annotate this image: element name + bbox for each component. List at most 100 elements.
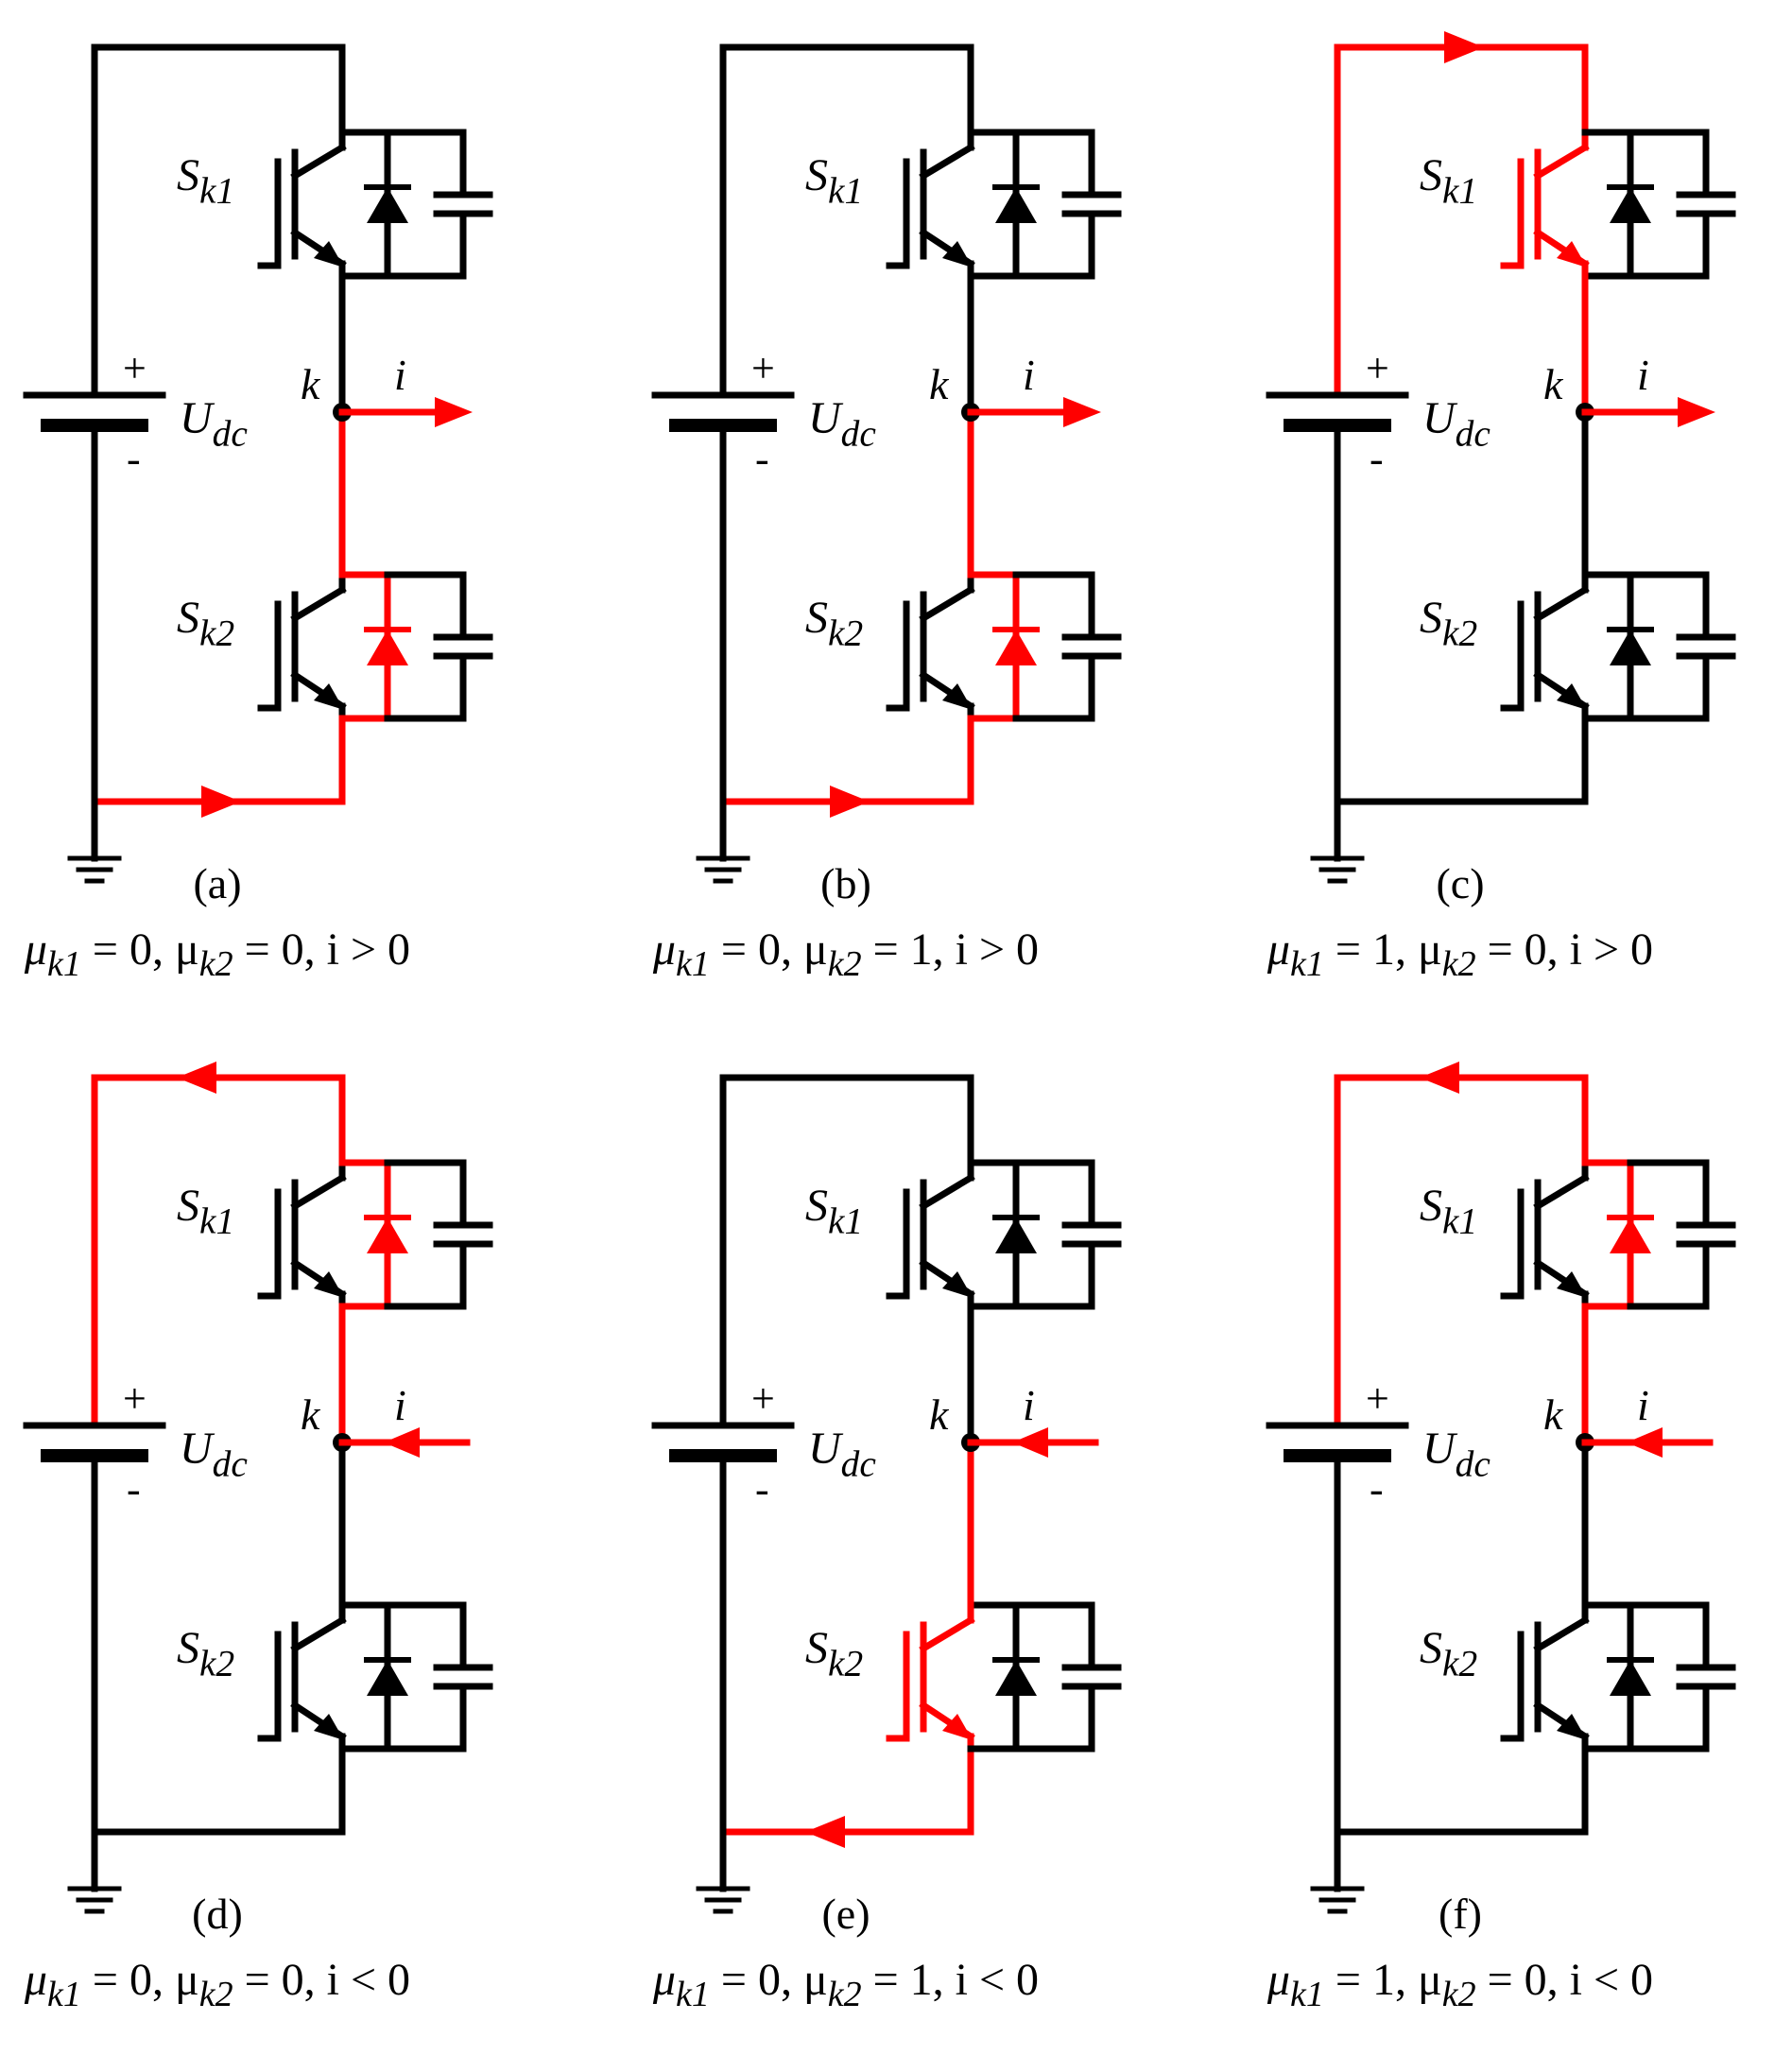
caption-part: = 0, μ: [721, 924, 828, 975]
caption-sub: k1: [47, 1975, 81, 2014]
igbt-emitter-arrow: [314, 1714, 344, 1740]
switch-label: Sk2: [1420, 593, 1477, 653]
switch-label: Sk2: [805, 1623, 863, 1684]
battery-plus: +: [123, 345, 146, 391]
current-arrow-in: [1012, 1427, 1048, 1458]
igbt-collector-diag: [1533, 1615, 1590, 1653]
switch-label-sub: k2: [1442, 612, 1477, 653]
switch-label-sub: k2: [828, 1642, 863, 1684]
igbt-emitter-arrow: [1557, 1714, 1587, 1740]
diode-triangle: [995, 187, 1037, 223]
source-label-sub: dc: [1456, 412, 1491, 454]
switch-lower: Sk2: [805, 571, 1122, 722]
caption-part: μ: [1266, 1955, 1290, 2005]
panel-caption: μk1 = 0, μk2 = 1, i > 0: [652, 924, 1039, 984]
switch-label-sub: k2: [199, 612, 234, 653]
diode-triangle: [367, 187, 408, 223]
source-label-sub: dc: [1456, 1442, 1491, 1484]
switch-label: Sk2: [177, 1623, 234, 1684]
igbt-collector-diag: [919, 143, 975, 181]
switch-label-sub: k1: [1442, 169, 1477, 211]
caption-part: = 0, i > 0: [245, 924, 410, 975]
switch-label-main: S: [177, 593, 199, 643]
caption-part: = 1, i > 0: [873, 924, 1039, 975]
igbt-collector-diag: [1533, 143, 1590, 181]
panel-tag: (d): [192, 1890, 243, 1938]
switch-label: Sk1: [805, 150, 863, 211]
caption-part: μ: [24, 1955, 47, 2005]
switch-upper: Sk1: [805, 129, 1122, 280]
switch-upper: Sk1: [805, 1159, 1122, 1310]
caption-sub: k1: [1290, 944, 1324, 984]
loop-arrow: [201, 786, 241, 818]
switch-label-main: S: [177, 150, 199, 200]
switch-upper: Sk1: [1420, 1159, 1736, 1310]
switch-label-main: S: [177, 1181, 199, 1231]
igbt-emitter-arrow: [1557, 241, 1587, 268]
current-label: i: [1023, 1381, 1035, 1429]
caption-reset: [710, 1955, 721, 2005]
diode-triangle: [367, 1217, 408, 1253]
switch-label-sub: k1: [199, 1200, 234, 1241]
caption-part: = 0, i < 0: [1488, 1955, 1653, 2005]
caption-sub: k1: [1290, 1975, 1324, 2014]
diode-triangle: [367, 630, 408, 665]
caption-sub: k2: [1442, 944, 1476, 984]
igbt-emitter-arrow: [314, 683, 344, 710]
current-label: i: [394, 351, 406, 399]
source-label-main: U: [808, 393, 844, 443]
caption-sub: k2: [828, 1975, 862, 2014]
diode-triangle: [1610, 630, 1651, 665]
node-k-label: k: [301, 1390, 321, 1439]
caption-reset: [710, 924, 721, 975]
diode-triangle: [995, 1660, 1037, 1696]
diode-triangle: [995, 1217, 1037, 1253]
switch-label-main: S: [1420, 150, 1442, 200]
current-label: i: [1637, 1381, 1649, 1429]
battery-minus: -: [1370, 436, 1384, 482]
diode-triangle: [1610, 187, 1651, 223]
caption-reset: [862, 924, 873, 975]
caption-part: μ: [24, 924, 47, 975]
source-label-main: U: [180, 1424, 215, 1474]
igbt-emitter-arrow: [942, 683, 973, 710]
igbt-emitter-arrow: [314, 241, 344, 268]
switch-label: Sk1: [1420, 150, 1477, 211]
caption-sub: k1: [47, 944, 81, 984]
panel-tag: (e): [821, 1890, 870, 1938]
caption-reset: [1476, 1955, 1488, 2005]
current-arrow-in: [384, 1427, 420, 1458]
switch-label-main: S: [1420, 1623, 1442, 1673]
switch-upper: Sk1: [177, 129, 493, 280]
caption-reset: [1324, 924, 1335, 975]
loop-arrow: [830, 786, 870, 818]
switch-label-main: S: [177, 1623, 199, 1673]
switch-label-sub: k2: [199, 1642, 234, 1684]
igbt-emitter-arrow: [942, 1714, 973, 1740]
switch-upper: Sk1: [1420, 129, 1736, 280]
diode-triangle: [1610, 1660, 1651, 1696]
caption-part: μ: [652, 1955, 676, 2005]
switch-label-sub: k1: [828, 169, 863, 211]
switch-label-sub: k2: [1442, 1642, 1477, 1684]
source-label-sub: dc: [841, 412, 877, 454]
switch-label-main: S: [1420, 593, 1442, 643]
caption-sub: k2: [199, 944, 233, 984]
source-label-sub: dc: [213, 1442, 249, 1484]
caption-reset: [862, 1955, 873, 2005]
battery-plus: +: [123, 1375, 146, 1422]
caption-part: = 0, μ: [721, 1955, 828, 2005]
caption-reset: [233, 924, 245, 975]
panel-caption: μk1 = 1, μk2 = 0, i < 0: [1266, 1955, 1653, 2014]
caption-part: μ: [1266, 924, 1290, 975]
switch-label-main: S: [805, 150, 828, 200]
igbt-emitter-arrow: [942, 1271, 973, 1298]
igbt-collector-diag: [919, 585, 975, 623]
current-arrow-out: [435, 397, 473, 427]
source-label: Udc: [180, 1424, 248, 1484]
caption-sub: k2: [199, 1975, 233, 2014]
igbt-collector-diag: [1533, 1173, 1590, 1211]
